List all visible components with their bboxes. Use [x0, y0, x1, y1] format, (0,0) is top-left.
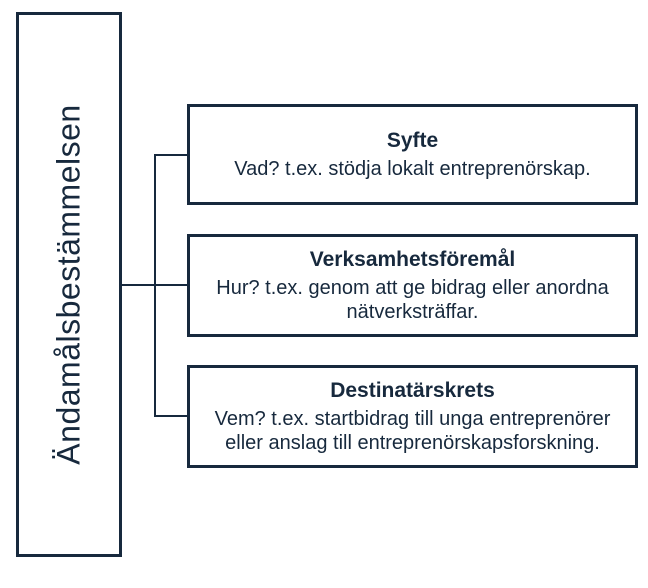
node-destinatarskrets-body: Vem? t.ex. startbidrag till unga entrepr… — [214, 408, 611, 455]
node-syfte-body: Vad? t.ex. stödja lokalt entreprenörskap… — [234, 158, 591, 181]
node-verksamhetsforemal: Verksamhetsföremål Hur? t.ex. genom att … — [187, 234, 638, 337]
node-destinatarskrets: Destinatärskrets Vem? t.ex. startbidrag … — [187, 365, 638, 468]
root-node-label: Ändamålsbestämmelsen — [50, 104, 87, 465]
root-node-andamalsbestammelsen: Ändamålsbestämmelsen — [16, 12, 122, 557]
node-destinatarskrets-title: Destinatärskrets — [330, 378, 495, 402]
connector-spine — [154, 154, 156, 417]
connector-branch-top — [154, 154, 187, 156]
connector-branch-bottom — [154, 415, 187, 417]
node-syfte-title: Syfte — [386, 128, 439, 152]
node-verksamhetsforemal-title: Verksamhetsföremål — [309, 247, 516, 271]
node-syfte: Syfte Vad? t.ex. stödja lokalt entrepren… — [187, 104, 638, 205]
node-verksamhetsforemal-body: Hur? t.ex. genom att ge bidrag eller ano… — [216, 277, 609, 324]
